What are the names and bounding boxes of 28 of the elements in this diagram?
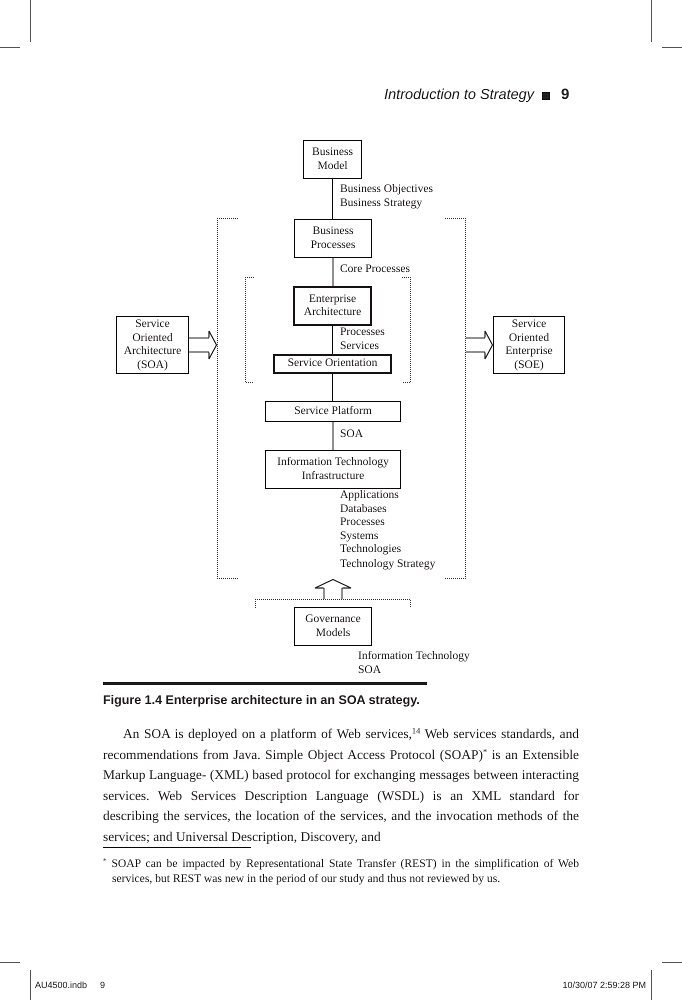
concept-box: Service Oriented Architecture (SOA) bbox=[116, 316, 189, 374]
concept-box: Business Model bbox=[303, 140, 362, 179]
figure-caption: Figure 1.4 Enterprise architecture in an SOA strategy. bbox=[103, 693, 420, 707]
footnote: $^{*}$ SOAP can be impacted by Representational State Transfer (REST) in the simplification of Web services, but REST was new in the period of our study and thus not reviewed by us. bbox=[103, 856, 579, 886]
slug-text: 9 bbox=[100, 980, 106, 991]
connector-line bbox=[332, 258, 334, 286]
side-note: Information Technology bbox=[358, 650, 470, 664]
concept-box: Governance Models bbox=[294, 607, 372, 646]
connector-line bbox=[332, 422, 334, 450]
concept-box: Service Oriented Enterprise (SOE) bbox=[493, 316, 565, 374]
connector-line bbox=[332, 178, 333, 220]
concept-box: Information Technology Infrastructure bbox=[265, 450, 401, 489]
concept-box: Service Platform bbox=[265, 401, 401, 422]
dotted-bracket bbox=[255, 599, 411, 647]
edge-label: Technology Strategy bbox=[340, 558, 436, 572]
slug-text: 10/30/07 2:59:28 PM bbox=[562, 980, 646, 991]
concept-box: Business Processes bbox=[294, 219, 372, 258]
page-number: 9 bbox=[561, 85, 570, 105]
side-note: Technologies bbox=[340, 543, 402, 556]
concept-box: Enterprise Architecture bbox=[293, 286, 372, 326]
connector-line bbox=[332, 374, 333, 402]
connector-line bbox=[332, 326, 333, 354]
concept-box: Service Orientation bbox=[273, 354, 392, 374]
running-head: Introduction to Strategy bbox=[384, 86, 534, 105]
slug-text: AU4500.indb bbox=[35, 980, 88, 991]
side-note: Systems bbox=[340, 530, 378, 543]
body-paragraph: An SOA is deployed on a platform of Web services,$^{14}$ Web services standards, and recommendations from Java. Simple Object Access Protocol (SOAP)$^{*}$ is an Extensible Markup Language- (XML) based protocol for exchanging messages between interacting services. Web Services Description Language (WSDL) is an XML standard for describing the services, the location of the services, and the invocation methods of the services; and Universal Description, Discovery, and bbox=[103, 725, 579, 846]
side-note: Applications bbox=[340, 489, 399, 502]
